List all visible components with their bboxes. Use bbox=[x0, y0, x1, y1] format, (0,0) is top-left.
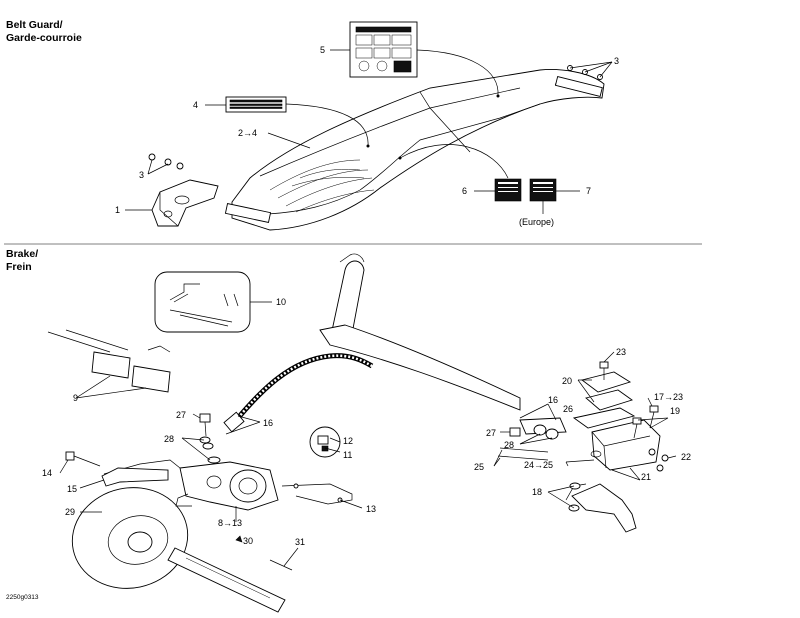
bracket-1 bbox=[151, 179, 219, 227]
belt-guard-cover bbox=[224, 69, 605, 231]
fittings-24-25 bbox=[497, 417, 595, 463]
brake-line-13 bbox=[281, 483, 353, 505]
brake-caliper bbox=[103, 459, 279, 511]
callout-21: 21 bbox=[641, 472, 651, 482]
callout-19: 19 bbox=[670, 406, 680, 416]
callout-15: 15 bbox=[67, 484, 77, 494]
callout-9: 9 bbox=[73, 393, 78, 403]
callout-7: 7 bbox=[586, 186, 591, 196]
callout-22: 22 bbox=[681, 452, 691, 462]
brake-title-en: Brake/ bbox=[6, 248, 38, 260]
handlebar bbox=[319, 253, 521, 411]
belt-guard-title-fr: Garde-courroie bbox=[6, 32, 82, 44]
belt-guard-leaders bbox=[125, 49, 613, 214]
callout-25: 25 bbox=[474, 462, 484, 472]
items-30-31 bbox=[235, 535, 299, 571]
bolt-14 bbox=[65, 451, 101, 467]
bolt-27-28-left bbox=[199, 413, 221, 464]
callout-28-left: 28 bbox=[164, 434, 174, 444]
callout-6: 6 bbox=[462, 186, 467, 196]
callout-31: 31 bbox=[295, 537, 305, 547]
callout-3-right: 3 bbox=[614, 56, 619, 66]
brake-disc-29 bbox=[71, 487, 189, 589]
callout-27-right: 27 bbox=[486, 428, 496, 438]
decal-label-5 bbox=[349, 21, 418, 78]
callout-20: 20 bbox=[562, 376, 572, 386]
callout-8-13: 8→13 bbox=[218, 518, 242, 528]
decal-label-4 bbox=[225, 96, 287, 113]
callout-30: 30 bbox=[243, 536, 253, 546]
callout-18: 18 bbox=[532, 487, 542, 497]
callout-27-left: 27 bbox=[176, 410, 186, 420]
part-11-12 bbox=[309, 426, 341, 458]
drawing-reference-code: 2250g0313 bbox=[6, 594, 39, 601]
brake-title-fr: Frein bbox=[6, 261, 32, 273]
callout-14: 14 bbox=[42, 468, 52, 478]
clamp-22 bbox=[648, 448, 669, 472]
nuts-3-left bbox=[148, 153, 184, 170]
brake-pads-9 bbox=[47, 329, 171, 399]
callout-5: 5 bbox=[320, 45, 325, 55]
callout-europe: (Europe) bbox=[519, 217, 554, 227]
callout-26: 26 bbox=[563, 404, 573, 414]
decal-label-7 bbox=[529, 178, 557, 202]
belt-guard-title-en: Belt Guard/ bbox=[6, 19, 63, 31]
brake-lever bbox=[565, 482, 637, 533]
callout-16-left: 16 bbox=[263, 418, 273, 428]
master-cylinder bbox=[572, 371, 661, 471]
callout-11: 11 bbox=[343, 450, 352, 460]
callout-4: 4 bbox=[193, 100, 198, 110]
kit-box-10 bbox=[154, 271, 272, 333]
callout-1: 1 bbox=[115, 205, 120, 215]
callout-17-23: 17→23 bbox=[654, 392, 683, 402]
bracket-15 bbox=[101, 467, 169, 487]
callout-23: 23 bbox=[616, 347, 626, 357]
bolts-17-19 bbox=[599, 361, 659, 439]
callout-3-left: 3 bbox=[139, 170, 144, 180]
brake-leaders bbox=[59, 351, 677, 522]
callout-24-25: 24→25 bbox=[524, 460, 553, 470]
decal-label-6 bbox=[494, 178, 522, 202]
callout-12: 12 bbox=[343, 436, 353, 446]
callout-2-4: 2→4 bbox=[238, 128, 257, 138]
brake-cable bbox=[223, 353, 374, 433]
callout-13: 13 bbox=[366, 504, 376, 514]
callout-29: 29 bbox=[65, 507, 75, 517]
callout-16-right: 16 bbox=[548, 395, 558, 405]
drive-shaft bbox=[167, 547, 286, 613]
callout-10: 10 bbox=[276, 297, 286, 307]
callout-28-right: 28 bbox=[504, 440, 514, 450]
